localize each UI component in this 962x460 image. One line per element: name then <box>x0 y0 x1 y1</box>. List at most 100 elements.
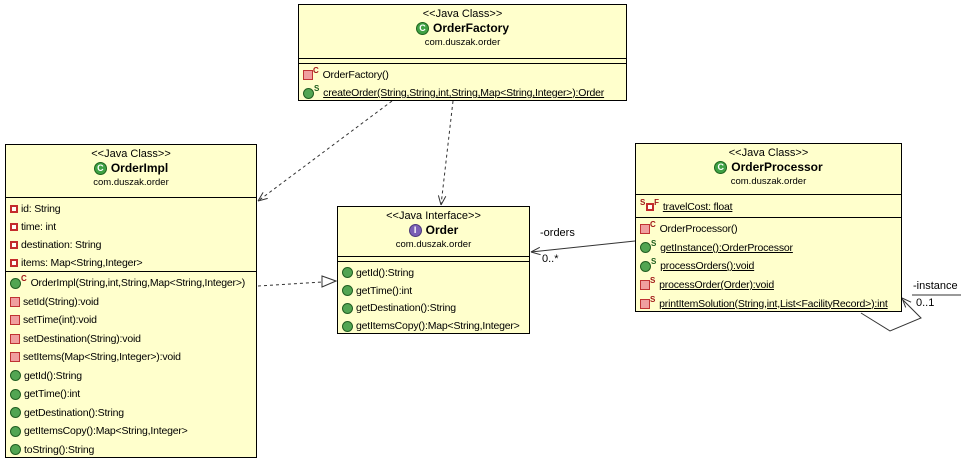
method-row[interactable]: S processOrders():void <box>636 257 901 276</box>
package-name: com.duszak.order <box>395 239 472 250</box>
stereotype-label: <<Java Class>> <box>728 147 809 159</box>
dependency-orderfactory-order[interactable] <box>437 100 454 206</box>
member-label: destination: String <box>21 239 102 251</box>
stereotype-label: <<Java Interface>> <box>386 210 481 222</box>
dependency-orderfactory-orderimpl[interactable] <box>257 100 393 202</box>
class-box-orderfactory[interactable]: <<Java Class>> C OrderFactory com.duszak… <box>298 4 627 101</box>
field-row[interactable]: items: Map<String,Integer> <box>6 254 256 271</box>
field-private-icon <box>10 259 18 267</box>
member-label: setId(String):void <box>23 295 99 308</box>
method-row[interactable]: getId():String <box>6 367 256 386</box>
methods-compartment: C OrderProcessor() S getInstance():Order… <box>636 217 901 311</box>
class-icon: C <box>714 160 728 174</box>
methods-compartment: C OrderFactory() S createOrder(String,St… <box>299 63 626 100</box>
class-name: OrderProcessor <box>731 160 823 174</box>
modifier-letter: S <box>651 238 657 248</box>
member-label: toString():String <box>24 443 95 456</box>
class-icon: C <box>415 21 429 35</box>
method-public-icon <box>342 285 353 297</box>
class-header: <<Java Interface>> I Order com.duszak.or… <box>338 207 529 256</box>
instance-role-label[interactable]: -instance <box>913 280 958 292</box>
method-row[interactable]: setTime(int):void <box>6 311 256 330</box>
method-row[interactable]: S getInstance():OrderProcessor <box>636 239 901 258</box>
package-name: com.duszak.order <box>730 176 807 187</box>
method-row[interactable]: setItems(Map<String,Integer>):void <box>6 348 256 367</box>
method-row[interactable]: getItemsCopy():Map<String,Integer> <box>338 317 529 333</box>
package-name: com.duszak.order <box>424 37 501 48</box>
member-label: travelCost: float <box>662 201 733 213</box>
method-private-icon <box>640 224 650 235</box>
class-box-order[interactable]: <<Java Interface>> I Order com.duszak.or… <box>337 206 530 334</box>
method-public-icon <box>10 388 21 400</box>
instance-multiplicity-label[interactable]: 0..1 <box>916 297 935 309</box>
class-box-orderimpl[interactable]: <<Java Class>> C OrderImpl com.duszak.or… <box>5 144 257 458</box>
class-box-orderprocessor[interactable]: <<Java Class>> C OrderProcessor com.dusz… <box>635 143 902 312</box>
methods-compartment: C OrderImpl(String,int,String,Map<String… <box>6 271 256 458</box>
field-row[interactable]: id: String <box>6 200 256 218</box>
method-row[interactable]: setId(String):void <box>6 293 256 312</box>
modifier-letter: C <box>21 274 27 284</box>
member-label: getInstance():OrderProcessor <box>660 241 793 254</box>
class-title: C OrderProcessor <box>636 160 901 174</box>
modifier-letter: S <box>650 294 656 304</box>
method-row[interactable]: getItemsCopy():Map<String,Integer> <box>6 422 256 441</box>
method-row[interactable]: getTime():int <box>6 385 256 404</box>
method-public-icon <box>640 242 651 254</box>
member-label: OrderProcessor() <box>659 223 738 236</box>
member-label: setItems(Map<String,Integer>):void <box>23 351 181 364</box>
modifier-letter: F <box>654 198 659 207</box>
modifier-letter: S <box>650 276 656 286</box>
class-header: <<Java Class>> C OrderProcessor com.dusz… <box>636 144 901 194</box>
class-header: <<Java Class>> C OrderImpl com.duszak.or… <box>6 145 256 197</box>
method-private-icon <box>303 70 313 80</box>
field-row[interactable]: S F travelCost: float <box>636 197 901 217</box>
modifier-letter: C <box>650 220 656 230</box>
orders-multiplicity-label[interactable]: 0..* <box>542 253 559 265</box>
method-public-icon <box>342 302 353 314</box>
method-private-icon <box>10 315 20 326</box>
interface-icon: I <box>408 223 422 237</box>
method-row[interactable]: getDestination():String <box>338 300 529 318</box>
member-label: getId():String <box>24 369 82 382</box>
method-row[interactable]: toString():String <box>6 441 256 458</box>
realization-orderimpl-order[interactable] <box>257 275 338 288</box>
method-public-icon <box>640 260 651 272</box>
method-public-icon <box>10 425 21 437</box>
method-row[interactable]: C OrderFactory() <box>299 66 626 84</box>
method-private-icon <box>640 298 650 309</box>
member-label: setDestination(String):void <box>23 332 141 345</box>
method-row[interactable]: C OrderImpl(String,int,String,Map<String… <box>6 274 256 293</box>
method-row[interactable]: getDestination():String <box>6 404 256 423</box>
method-row[interactable]: C OrderProcessor() <box>636 220 901 239</box>
method-row[interactable]: getTime():int <box>338 282 529 300</box>
method-public-icon <box>342 320 353 332</box>
stereotype-label: <<Java Class>> <box>91 148 171 160</box>
member-label: processOrder(Order):void <box>659 279 774 292</box>
class-icon: C <box>93 161 107 175</box>
association-orderprocessor-order[interactable] <box>530 240 636 256</box>
member-label: setTime(int):void <box>23 314 97 327</box>
method-public-icon <box>342 267 353 279</box>
field-row[interactable]: destination: String <box>6 236 256 254</box>
method-row[interactable]: S processOrder(Order):void <box>636 276 901 295</box>
orders-role-label[interactable]: -orders <box>540 227 575 239</box>
method-private-icon <box>10 352 20 363</box>
method-public-icon <box>10 444 21 456</box>
field-private-icon <box>646 203 655 211</box>
method-row[interactable]: getId():String <box>338 264 529 282</box>
field-row[interactable]: time: int <box>6 218 256 236</box>
fields-compartment: S F travelCost: float <box>636 194 901 217</box>
member-label: processOrders():void <box>660 260 755 273</box>
method-row[interactable]: S printItemSolution(String,int,List<Faci… <box>636 294 901 311</box>
class-name: OrderImpl <box>110 161 169 175</box>
member-label: OrderFactory() <box>322 69 389 81</box>
method-row[interactable]: S createOrder(String,String,int,String,M… <box>299 84 626 100</box>
fields-compartment-empty <box>338 256 529 261</box>
member-label: createOrder(String,String,int,String,Map… <box>323 87 605 99</box>
modifier-letter: S <box>640 198 646 207</box>
self-association-orderprocessor[interactable] <box>860 294 961 332</box>
fields-compartment-empty <box>299 58 626 63</box>
modifier-letter: S <box>314 84 320 93</box>
member-label: getTime():int <box>24 388 80 401</box>
method-row[interactable]: setDestination(String):void <box>6 330 256 349</box>
